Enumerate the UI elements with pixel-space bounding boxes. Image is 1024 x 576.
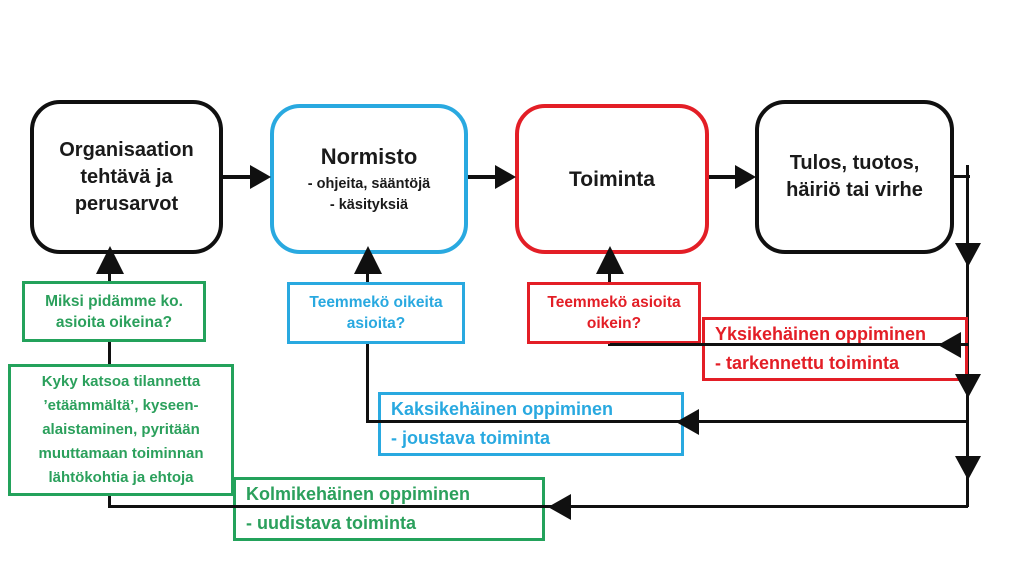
loop-subtitle: - joustava toiminta xyxy=(391,428,551,448)
loop-box-kaksikehainen: Kaksikehäinen oppiminen - joustava toimi… xyxy=(378,392,684,456)
question-label: Teemmekö oikeita asioita? xyxy=(309,294,443,332)
loop-subtitle: - tarkennettu toiminta xyxy=(715,353,900,373)
flow-line-normisto-to-toiminta xyxy=(461,175,498,179)
arrow-right-icon xyxy=(250,165,271,189)
arrow-up-icon xyxy=(96,246,124,274)
loop-box-kolmikehainen: Kolmikehäinen oppiminen - uudistava toim… xyxy=(233,477,545,541)
flow-line-toiminta-to-tulos xyxy=(702,175,738,179)
question-label: Teemmekö asioita oikein? xyxy=(547,294,681,332)
loop-title: Yksikehäinen oppiminen xyxy=(715,324,927,344)
flow-box-bullet: - käsityksiä xyxy=(329,196,409,213)
flow-box-label: Tulos, tuotos, häiriö tai virhe xyxy=(786,152,923,201)
note-line: alaistaminen, pyritään xyxy=(42,421,200,438)
flow-box-bullet: - ohjeita, sääntöjä xyxy=(307,175,431,192)
red-loop-horizontal-line xyxy=(610,343,968,346)
blue-loop-horizontal-line xyxy=(368,420,968,423)
flow-box-toiminta: Toiminta xyxy=(515,104,709,254)
loop-box-yksikehainen: Yksikehäinen oppiminen - tarkennettu toi… xyxy=(702,317,968,381)
arrow-left-icon xyxy=(938,332,961,358)
note-line: ’etäämmältä’, kyseen- xyxy=(43,397,199,414)
arrow-down-icon xyxy=(955,374,981,398)
flow-box-organisaatio: Organisaation tehtävä ja perusarvot xyxy=(30,100,223,254)
question-box-miksi: Miksi pidämme ko. asioita oikeina? xyxy=(22,281,206,342)
arrow-down-icon xyxy=(955,456,981,480)
arrow-left-icon xyxy=(676,409,699,435)
question-label: Miksi pidämme ko. asioita oikeina? xyxy=(45,292,183,331)
flow-box-label: Normisto xyxy=(320,143,418,169)
feedback-connector-line xyxy=(946,175,970,178)
note-line: Kyky katsoa tilannetta xyxy=(41,373,201,390)
note-box-kyky: Kyky katsoa tilannetta ’etäämmältä’, kys… xyxy=(8,364,234,496)
loop-title: Kolmikehäinen oppiminen xyxy=(246,484,471,504)
flow-box-normisto: Normisto - ohjeita, sääntöjä - käsityksi… xyxy=(270,104,468,254)
question-box-oikein: Teemmekö asioita oikein? xyxy=(527,282,701,344)
arrow-right-icon xyxy=(735,165,756,189)
note-line: lähtökohtia ja ehtoja xyxy=(48,469,194,486)
loop-title: Kaksikehäinen oppiminen xyxy=(391,399,614,419)
arrow-left-icon xyxy=(548,494,571,520)
note-line: muuttamaan toiminnan xyxy=(38,445,204,462)
arrow-right-icon xyxy=(495,165,516,189)
flow-line-org-to-normisto xyxy=(215,175,255,179)
question-box-oikeita: Teemmekö oikeita asioita? xyxy=(287,282,465,344)
green-loop-horizontal-line xyxy=(108,505,968,508)
flow-box-label: Toiminta xyxy=(569,167,655,191)
loop-subtitle: - uudistava toiminta xyxy=(246,513,417,533)
arrow-down-icon xyxy=(955,243,981,267)
arrow-up-icon xyxy=(596,246,624,274)
arrow-up-icon xyxy=(354,246,382,274)
flow-box-label: Organisaation tehtävä ja perusarvot xyxy=(59,138,194,215)
flow-box-tulos: Tulos, tuotos, häiriö tai virhe xyxy=(755,100,954,254)
